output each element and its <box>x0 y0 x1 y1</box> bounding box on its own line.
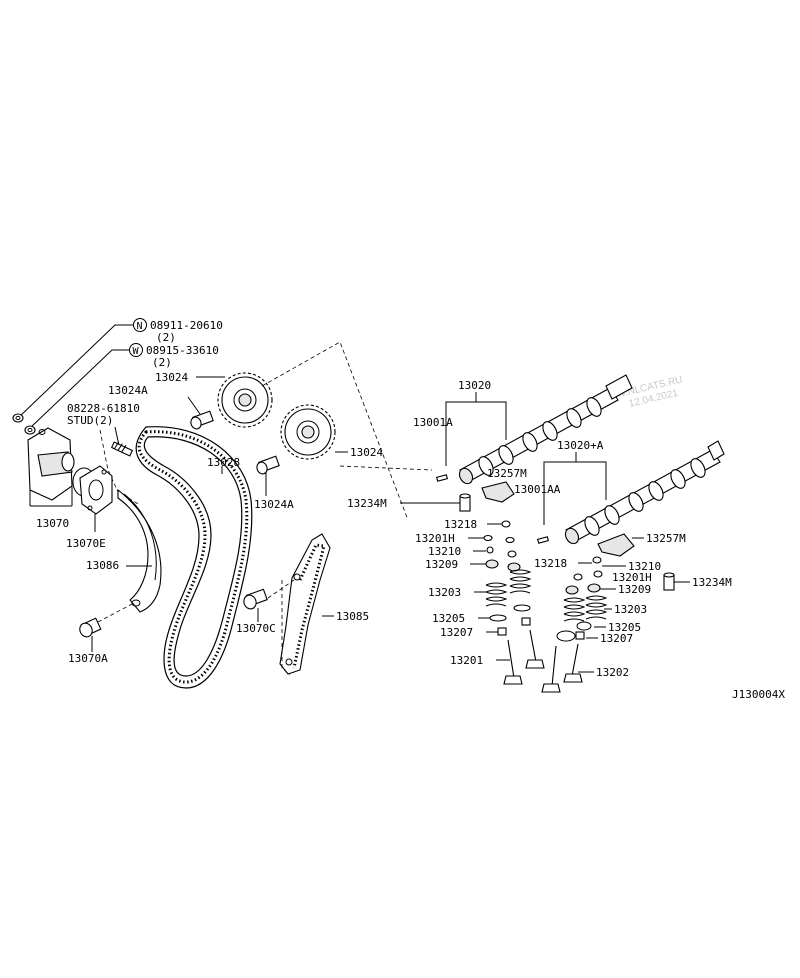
sprocket-mid-dashed-line <box>339 465 433 471</box>
stud-icon <box>110 441 134 457</box>
valve-stack-left <box>483 520 545 685</box>
label-13201: 13201 <box>450 654 483 667</box>
washer-leader-line <box>29 349 129 429</box>
label-13205-left: 13205 <box>432 612 465 625</box>
tension-guide <box>279 533 331 675</box>
guide-bolt-13070A <box>79 602 135 638</box>
bolt-13024A-top-leader <box>187 396 201 415</box>
label-13218-left: 13218 <box>444 518 477 531</box>
valve-stack-right <box>541 556 608 693</box>
label-13207-left: 13207 <box>440 626 473 639</box>
nut-symbol-icon <box>133 318 147 332</box>
label-13234M-right: 13234M <box>692 576 732 589</box>
dowel-pin-exhaust-icon <box>536 536 550 544</box>
label-13218-right: 13218 <box>534 557 567 570</box>
camshaft-sprocket-top <box>217 372 273 428</box>
label-13028: 13028 <box>207 456 240 469</box>
label-13070E: 13070E <box>66 537 106 550</box>
washer-symbol: W <box>133 346 140 357</box>
lash-adjuster-right <box>663 572 675 591</box>
label-13210-right: 13210 <box>628 560 661 573</box>
nut-icon <box>12 413 24 423</box>
camshaft-13020A-bracket <box>543 461 607 525</box>
label-13070A: 13070A <box>68 652 108 665</box>
label-13257M-right: 13257M <box>646 532 686 545</box>
nut-symbol: N <box>137 321 143 332</box>
stud-callout: 08228-61810 STUD(2) <box>67 402 140 457</box>
label-13209-right: 13209 <box>618 583 651 596</box>
label-13234M-left: 13234M <box>347 497 387 510</box>
nut-spec-callout: N 08911-20610 (2) <box>17 318 223 419</box>
rocker-arm-left <box>481 481 515 503</box>
label-13024A-bot: 13024A <box>254 498 294 511</box>
label-13257M-top: 13257M <box>487 467 527 480</box>
label-13203-right: 13203 <box>614 603 647 616</box>
tension-guide-dashed-line <box>281 580 291 676</box>
camshaft-exhaust <box>564 440 725 545</box>
timing-chain <box>135 426 253 689</box>
label-13086: 13086 <box>86 559 119 572</box>
label-13203-left: 13203 <box>428 586 461 599</box>
chain-tensioner <box>27 427 75 507</box>
label-13201H-left: 13201H <box>415 532 455 545</box>
label-13001A: 13001A <box>413 416 453 429</box>
camshaft-intake <box>458 374 633 485</box>
label-13070: 13070 <box>36 517 69 530</box>
washer-quantity: (2) <box>152 356 172 369</box>
label-13201H-right: 13201H <box>612 571 652 584</box>
guide-bolt-13070C <box>243 588 268 610</box>
washer-part-number: 08915-33610 <box>146 344 219 357</box>
sprocket-bolt-top <box>190 410 214 430</box>
camshaft-sprocket-mid <box>280 404 336 460</box>
label-13001AA: 13001AA <box>514 483 561 496</box>
label-13024A-top: 13024A <box>108 384 148 397</box>
washer-symbol-icon <box>129 343 143 357</box>
nut-part-number: 08911-20610 <box>150 319 223 332</box>
label-13202: 13202 <box>596 666 629 679</box>
washer-spec-callout: W 08915-33610 (2) <box>29 343 219 429</box>
label-13070C: 13070C <box>236 622 276 635</box>
sprocket-assembly-dashed-line <box>261 341 409 521</box>
label-13085: 13085 <box>336 610 369 623</box>
lash-adjuster-left <box>459 493 471 512</box>
label-13209-left: 13209 <box>425 558 458 571</box>
rocker-arm-right <box>597 533 635 557</box>
label-13210-left: 13210 <box>428 545 461 558</box>
bolt-13070C-dashed-line <box>267 579 295 599</box>
stud-description: STUD(2) <box>67 414 113 427</box>
nut-leader-line <box>17 324 133 419</box>
diagram-code: J130004X <box>732 688 785 701</box>
sprocket-bolt-bottom <box>256 455 280 475</box>
tensioner-gasket <box>79 465 113 532</box>
label-13020A: 13020+A <box>557 439 604 452</box>
nut-quantity: (2) <box>156 331 176 344</box>
label-13205-right: 13205 <box>608 621 641 634</box>
label-13207-right: 13207 <box>600 632 633 645</box>
label-13024-top: 13024 <box>155 371 188 384</box>
washer-icon <box>24 425 36 435</box>
stud-part-number: 08228-61810 <box>67 402 140 415</box>
dowel-pin-icon <box>435 474 449 482</box>
slack-guide <box>117 488 162 613</box>
label-13020: 13020 <box>458 379 491 392</box>
label-13024-mid: 13024 <box>350 446 383 459</box>
